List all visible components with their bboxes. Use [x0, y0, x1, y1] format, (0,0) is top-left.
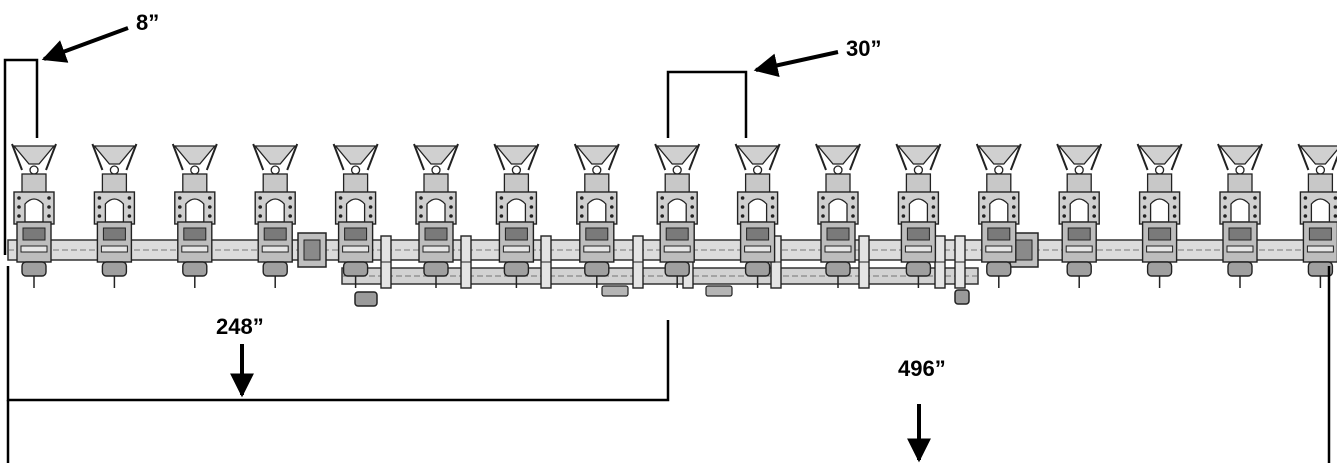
- row-unit: [815, 143, 861, 288]
- row-unit: [1056, 143, 1103, 288]
- frame-support: [858, 235, 870, 289]
- dimension-30-inch: 30”: [666, 36, 881, 138]
- dimension-8-inch: 8”: [3, 10, 159, 255]
- label-8-inch: 8”: [136, 10, 159, 35]
- label-496-inch: 496”: [898, 356, 946, 381]
- dimension-248-inch: 248”: [6, 266, 670, 402]
- row-unit: [413, 143, 459, 288]
- row-unit: [493, 143, 540, 288]
- row-unit: [573, 143, 620, 288]
- frame-support: [954, 235, 966, 289]
- row-unit: [91, 143, 138, 288]
- label-30-inch: 30”: [846, 36, 881, 61]
- row-unit: [332, 143, 379, 288]
- frame-support: [540, 235, 552, 289]
- row-unit: [1136, 143, 1183, 288]
- left-gauge-wheel: [354, 291, 378, 307]
- row-unit: [11, 143, 57, 288]
- row-units: [11, 143, 1337, 288]
- frame-support: [460, 235, 472, 289]
- frame-support: [934, 235, 946, 289]
- center-pin-right: [705, 285, 733, 297]
- arrow-8-inch: [41, 26, 129, 63]
- row-unit: [734, 143, 781, 288]
- row-unit: [895, 143, 942, 288]
- frame-support: [380, 235, 392, 289]
- row-unit: [1297, 143, 1337, 288]
- label-248-inch: 248”: [216, 314, 264, 339]
- frame-support: [632, 235, 644, 289]
- right-gauge-wheel: [954, 289, 970, 305]
- center-pin-left: [601, 285, 629, 297]
- arrow-30-inch: [753, 50, 839, 78]
- row-unit: [171, 143, 218, 288]
- row-unit: [1217, 143, 1263, 288]
- row-unit: [654, 143, 701, 288]
- dimension-496-inch: 496”: [6, 266, 1331, 463]
- row-unit: [975, 143, 1022, 288]
- row-unit: [252, 143, 299, 288]
